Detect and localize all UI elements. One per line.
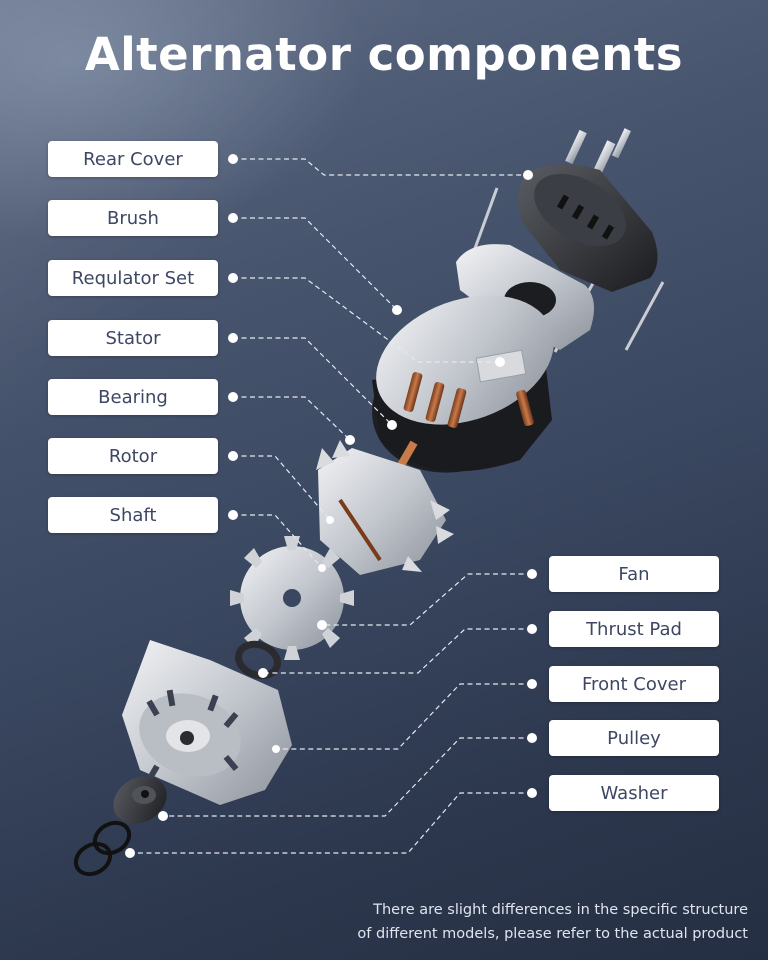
label-thrust-pad: Thrust Pad [549,611,719,647]
label-bearing: Bearing [48,379,218,415]
disclaimer-line-2: of different models, please refer to the… [357,926,748,942]
thrust-pad-part [235,640,281,680]
disclaimer-line-1: There are slight differences in the spec… [373,902,748,918]
front-cover-part [122,640,292,805]
label-front-cover: Front Cover [549,666,719,702]
washer-part [73,820,132,877]
label-shaft: Shaft [48,497,218,533]
pulley-part [113,776,167,824]
label-stator: Stator [48,320,218,356]
fan-part [230,536,354,660]
label-washer: Washer [549,775,719,811]
leader-dots [125,154,537,858]
label-pulley: Pulley [549,720,719,756]
stator-housing-part [372,295,554,473]
label-rear-cover: Rear Cover [48,141,218,177]
leader-lines [130,158,532,854]
label-rotor: Rotor [48,438,218,474]
disclaimer-note: There are slight differences in the spec… [357,898,748,946]
label-fan: Fan [549,556,719,592]
page-title: Alternator components [84,28,684,81]
label-brush: Brush [48,200,218,236]
rear-cover-part [518,164,658,292]
rotor-part [316,440,454,575]
label-regulator-set: Requlator Set [48,260,218,296]
